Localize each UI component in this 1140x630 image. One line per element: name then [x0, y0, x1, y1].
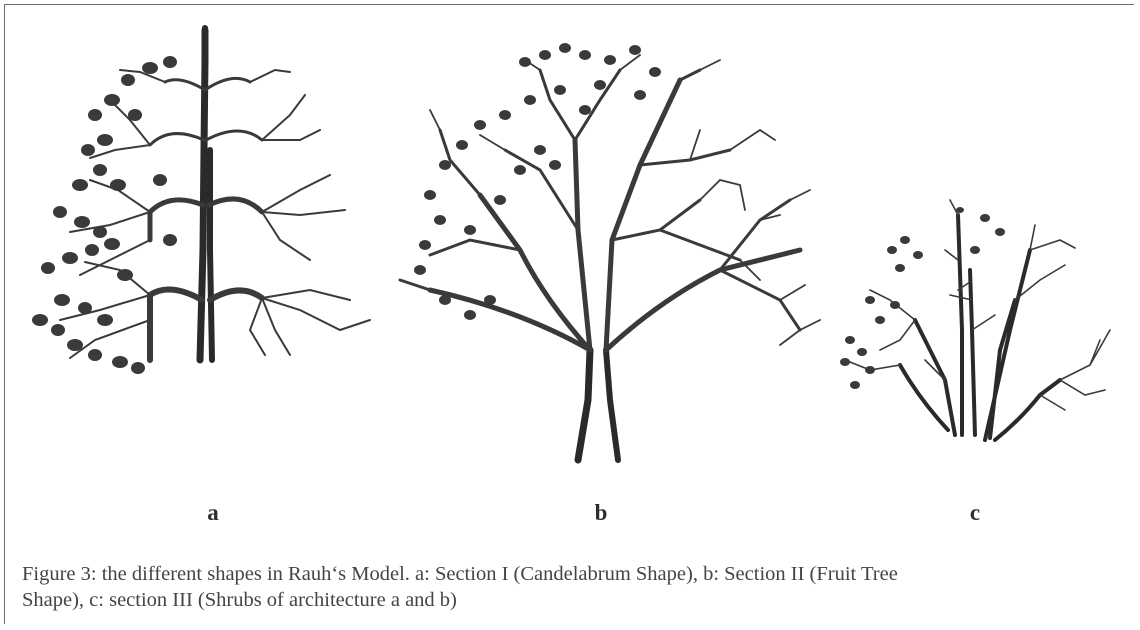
tree-a-trunk-second [210, 150, 212, 360]
tree-a-tier-lower [150, 290, 262, 360]
tree-b-trunk-second [606, 350, 618, 460]
panel-label-a: a [193, 500, 233, 526]
tree-a-trunk [200, 30, 205, 360]
figure-caption: Figure 3: the different shapes in Rauh‘s… [22, 561, 1122, 613]
tree-a-apex [202, 25, 208, 31]
caption-line-2: Shape), c: section III (Shrubs of archit… [22, 587, 1122, 613]
tree-b-illustration [400, 43, 820, 460]
tree-a-leaves [32, 56, 177, 374]
tree-c-leaves [840, 207, 1005, 389]
tree-a-illustration [32, 25, 370, 374]
tree-a-right-branches [250, 70, 370, 355]
panel-label-c: c [955, 500, 995, 526]
panel-label-b: b [581, 500, 621, 526]
tree-c-branches [845, 200, 1110, 410]
tree-b-secondary-limbs [400, 70, 800, 330]
tree-b-trunk [578, 350, 590, 460]
tree-b-main-limbs [430, 80, 800, 350]
caption-line-1: Figure 3: the different shapes in Rauh‘s… [22, 561, 1122, 587]
figure-illustrations [0, 0, 1140, 500]
tree-c-illustration [840, 200, 1110, 440]
